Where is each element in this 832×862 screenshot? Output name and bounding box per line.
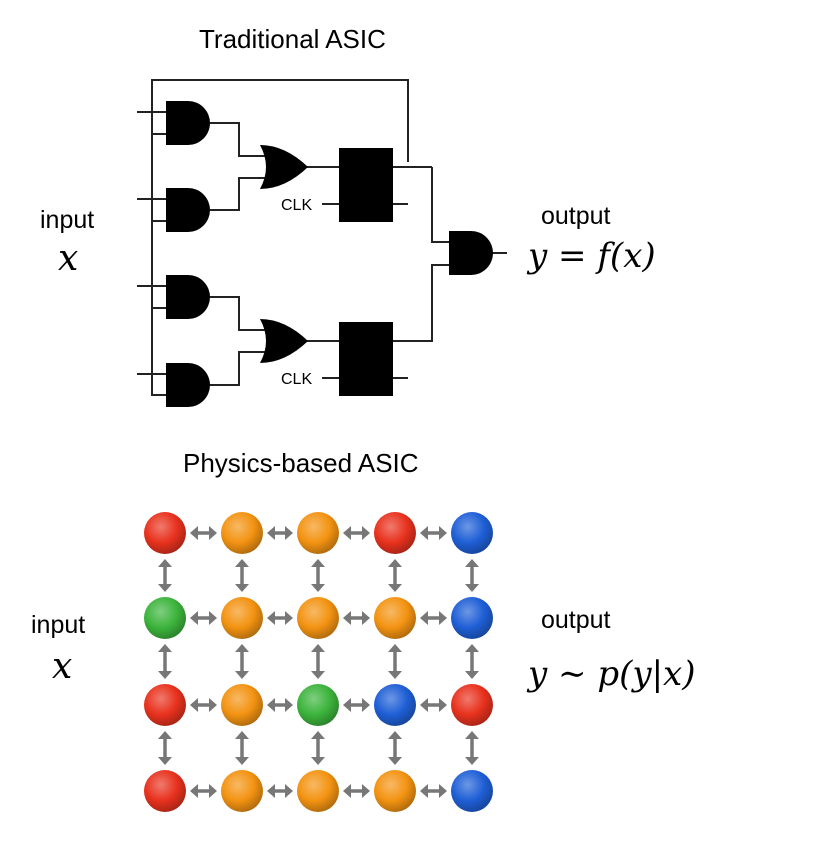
- traditional-input-label: input: [40, 206, 95, 234]
- horizontal-coupling-arrow: [267, 526, 293, 540]
- spin-node-orange: [297, 512, 339, 554]
- horizontal-coupling-arrow: [190, 784, 217, 798]
- flip-flop: [339, 322, 393, 396]
- vertical-coupling-arrow: [388, 731, 402, 765]
- vertical-coupling-arrow: [235, 731, 249, 765]
- clk-label: CLK: [281, 197, 312, 214]
- horizontal-coupling-arrow: [343, 611, 370, 625]
- output-rhs: p(y|x): [597, 654, 696, 694]
- physics-output-label: output: [541, 606, 611, 634]
- horizontal-coupling-arrow: [420, 784, 447, 798]
- or-gate: [260, 145, 308, 189]
- horizontal-coupling-arrow: [420, 611, 447, 625]
- vertical-coupling-arrow: [311, 559, 325, 592]
- clk-label: CLK: [281, 371, 312, 388]
- and-gate: [166, 275, 210, 319]
- spin-node-blue: [374, 684, 416, 726]
- and-or-wire: [210, 177, 265, 211]
- horizontal-coupling-arrow: [267, 784, 293, 798]
- ff-and-wire: [431, 167, 450, 243]
- vertical-coupling-arrow: [465, 559, 479, 592]
- vertical-coupling-arrow: [388, 559, 402, 592]
- horizontal-coupling-arrow: [267, 698, 293, 712]
- spin-node-red: [374, 512, 416, 554]
- vertical-coupling-arrow: [235, 644, 249, 679]
- flip-flop: [339, 148, 393, 222]
- horizontal-coupling-arrow: [190, 526, 217, 540]
- horizontal-coupling-arrow: [343, 784, 370, 798]
- spin-node-blue: [451, 512, 493, 554]
- spin-node-red: [144, 770, 186, 812]
- horizontal-coupling-arrow: [343, 526, 370, 540]
- traditional-output-label: output: [541, 202, 611, 230]
- spin-node-orange: [221, 512, 263, 554]
- horizontal-coupling-arrow: [267, 611, 293, 625]
- spin-node-red: [451, 684, 493, 726]
- physics-input-label: input: [31, 611, 86, 639]
- output-lhs: y: [528, 236, 548, 276]
- and-gate: [166, 188, 210, 232]
- spin-node-orange: [297, 770, 339, 812]
- feedback-wire: [151, 79, 409, 396]
- physics-asic-title: Physics-based ASIC: [183, 448, 419, 478]
- spin-node-orange: [374, 597, 416, 639]
- spin-node-blue: [451, 770, 493, 812]
- vertical-coupling-arrow: [235, 559, 249, 592]
- output-and-gate: [449, 231, 493, 275]
- physics-output-expr: y ∼ p(y|x): [528, 654, 695, 694]
- vertical-coupling-arrow: [311, 644, 325, 679]
- spin-node-green: [144, 597, 186, 639]
- horizontal-coupling-arrow: [420, 526, 447, 540]
- horizontal-coupling-arrow: [190, 611, 217, 625]
- vertical-coupling-arrow: [311, 731, 325, 765]
- spin-node-orange: [297, 597, 339, 639]
- output-rhs: f(x): [597, 236, 656, 276]
- vertical-coupling-arrow: [158, 731, 172, 765]
- output-lhs: y: [528, 654, 548, 694]
- spin-node-blue: [451, 597, 493, 639]
- traditional-input-var: x: [58, 238, 79, 279]
- vertical-coupling-arrow: [388, 644, 402, 679]
- spin-node-red: [144, 684, 186, 726]
- physics-input-var: x: [52, 646, 73, 687]
- or-gate: [260, 319, 308, 363]
- and-gate: [166, 101, 210, 145]
- vertical-coupling-arrow: [158, 559, 172, 592]
- spin-node-orange: [221, 770, 263, 812]
- spin-node-red: [144, 512, 186, 554]
- and-or-wire: [210, 296, 265, 331]
- and-gate: [166, 363, 210, 407]
- horizontal-coupling-arrow: [420, 698, 447, 712]
- spin-node-green: [297, 684, 339, 726]
- vertical-coupling-arrow: [158, 644, 172, 679]
- and-or-wire: [210, 122, 265, 157]
- vertical-coupling-arrow: [465, 644, 479, 679]
- output-op: =: [558, 236, 587, 276]
- spin-node-orange: [221, 597, 263, 639]
- and-or-wire: [210, 351, 265, 386]
- circuit-wires: [137, 79, 507, 396]
- horizontal-coupling-arrow: [343, 698, 370, 712]
- traditional-output-expr: y = f(x): [528, 236, 656, 276]
- output-op: ∼: [558, 654, 587, 694]
- vertical-coupling-arrow: [465, 731, 479, 765]
- spin-node-orange: [221, 684, 263, 726]
- horizontal-coupling-arrow: [190, 698, 217, 712]
- logic-gates: [166, 101, 493, 407]
- ff-and-wire: [392, 264, 450, 342]
- spin-node-orange: [374, 770, 416, 812]
- circuit-diagram: CLK CLK: [137, 79, 507, 407]
- traditional-asic-title: Traditional ASIC: [199, 24, 386, 54]
